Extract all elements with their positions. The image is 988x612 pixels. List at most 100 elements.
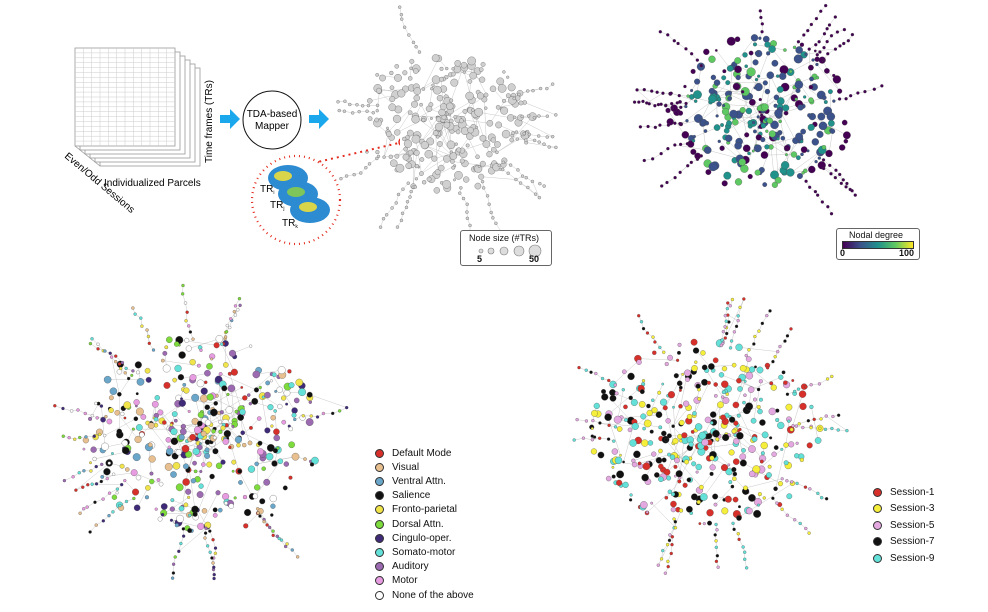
degree-max: 100	[899, 248, 915, 258]
graph-node	[277, 366, 286, 374]
graph-node	[527, 114, 531, 118]
graph-node	[670, 543, 674, 547]
viridis-colorbar	[842, 241, 914, 249]
legend-item: None of the above	[375, 588, 474, 602]
graph-node	[762, 182, 768, 187]
graph-node	[804, 52, 808, 56]
graph-node	[816, 130, 824, 138]
graph-node	[421, 87, 426, 91]
graph-node	[794, 97, 798, 101]
graph-node	[726, 301, 730, 305]
graph-node	[153, 417, 159, 422]
graph-node	[801, 425, 805, 430]
graph-node	[218, 429, 223, 434]
graph-node	[551, 82, 555, 86]
graph-node	[795, 132, 804, 141]
graph-node	[134, 435, 142, 443]
graph-node	[480, 179, 485, 184]
graph-node	[458, 191, 462, 195]
graph-node	[217, 507, 223, 513]
graph-node	[185, 345, 192, 352]
graph-node	[752, 42, 757, 47]
graph-node	[717, 139, 721, 143]
graph-node	[135, 424, 143, 431]
graph-node	[732, 82, 741, 91]
graph-node	[747, 386, 755, 393]
graph-node	[226, 392, 230, 397]
graph-node	[780, 477, 784, 481]
graph-node	[247, 440, 253, 446]
graph-node	[807, 113, 812, 118]
graph-node	[679, 105, 683, 109]
graph-node	[811, 138, 819, 146]
graph-node	[82, 507, 86, 511]
graph-node	[591, 409, 598, 417]
graph-node	[495, 150, 499, 155]
graph-node	[206, 363, 213, 370]
graph-node	[225, 323, 229, 328]
graph-node	[196, 491, 204, 498]
graph-node	[646, 409, 653, 417]
degree-min: 0	[840, 248, 846, 258]
graph-node	[676, 380, 683, 387]
graph-node	[124, 499, 129, 504]
graph-node	[666, 147, 670, 151]
graph-node	[288, 426, 293, 432]
graph-node	[780, 135, 786, 141]
graph-node	[651, 157, 655, 161]
graph-node	[756, 404, 761, 409]
graph-node	[795, 441, 799, 445]
graph-node	[613, 425, 618, 429]
graph-node	[719, 145, 725, 151]
graph-node	[117, 362, 122, 366]
graph-node	[771, 181, 778, 188]
graph-node	[677, 93, 681, 98]
graph-node	[82, 447, 86, 451]
graph-node	[336, 100, 340, 104]
graph-node	[215, 462, 223, 470]
legend-label: Fronto-parietal	[392, 504, 458, 516]
graph-node	[179, 428, 187, 435]
graph-node	[454, 142, 458, 146]
graph-node	[733, 420, 739, 426]
graph-node	[670, 106, 674, 110]
graph-node	[790, 151, 798, 158]
graph-node	[774, 109, 783, 118]
graph-node	[161, 358, 165, 363]
graph-node	[450, 71, 456, 77]
graph-node	[222, 438, 230, 445]
graph-node	[435, 116, 442, 122]
graph-node	[651, 451, 657, 457]
graph-node	[689, 52, 694, 56]
graph-node	[192, 511, 198, 517]
graph-node	[351, 111, 355, 115]
graph-node	[187, 513, 192, 518]
graph-node	[257, 440, 263, 446]
graph-node	[421, 117, 426, 122]
graph-node	[695, 470, 699, 474]
graph-node	[611, 465, 615, 469]
graph-node	[665, 542, 670, 547]
graph-node	[753, 144, 762, 153]
graph-node	[742, 297, 746, 301]
graph-node	[738, 505, 741, 509]
graph-node	[778, 374, 784, 380]
graph-node	[764, 144, 770, 150]
graph-node	[817, 156, 821, 160]
graph-node	[721, 108, 730, 116]
graph-node	[761, 431, 769, 439]
graph-node	[175, 449, 182, 456]
graph-node	[157, 516, 163, 522]
graph-node	[107, 491, 112, 495]
graph-node	[819, 9, 823, 13]
graph-node	[797, 104, 804, 111]
graph-node	[275, 534, 279, 538]
graph-node	[757, 329, 761, 333]
legend-item: Cingulo-oper.	[375, 531, 451, 545]
graph-node	[95, 416, 99, 420]
graph-node	[837, 413, 841, 417]
graph-node	[123, 479, 127, 483]
graph-node	[420, 141, 429, 150]
graph-node	[821, 95, 827, 101]
graph-node	[695, 463, 702, 471]
